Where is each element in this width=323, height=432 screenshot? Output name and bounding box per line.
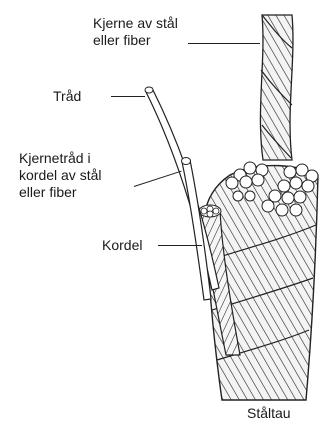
strand-callout-line [158,245,202,246]
label-wire: Tråd [53,88,81,105]
wire-callout-line [111,96,145,97]
label-strand: Kordel [102,237,142,254]
label-core: Kjerne av stål eller fiber [93,15,178,49]
rope-core [260,15,293,160]
core-callout-line [188,43,260,44]
wire-trad [145,87,219,290]
label-core-wire: Kjernetråd i kordel av stål eller fiber [19,150,101,201]
label-rope: Ståltau [247,405,291,422]
